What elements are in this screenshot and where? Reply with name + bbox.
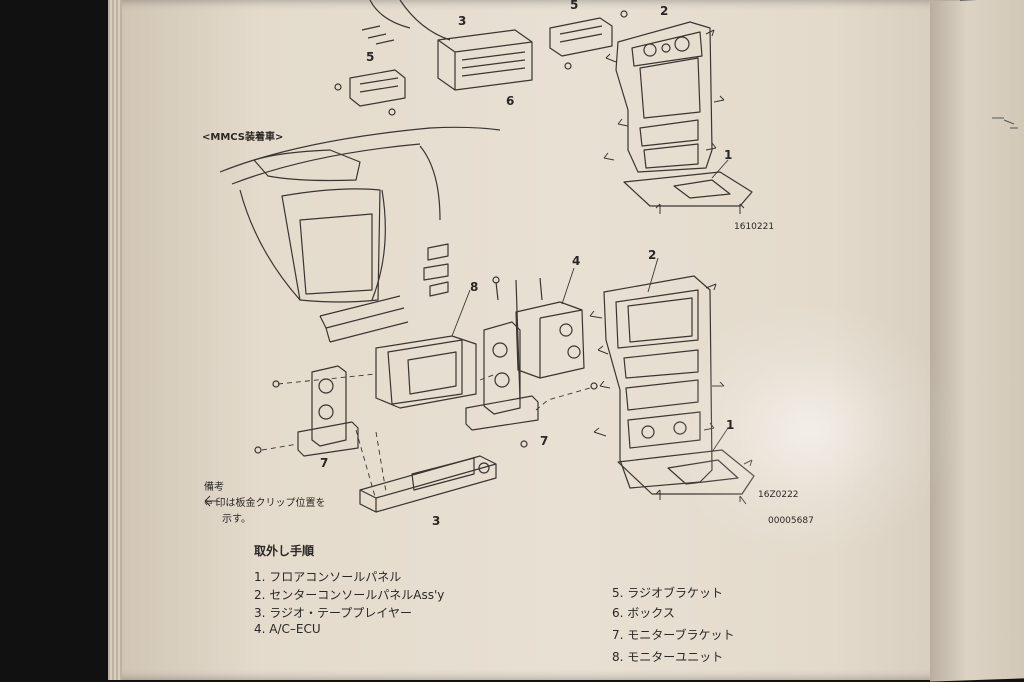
figure-code-3: 00005687 — [768, 516, 814, 526]
step-1: 1. フロアコンソールパネル — [254, 570, 402, 584]
step-4: 4. A/C–ECU — [254, 622, 321, 636]
callout-3-bottom: 3 — [432, 514, 441, 528]
callout-8: 8 — [470, 280, 479, 294]
dashboard-outline — [219, 126, 501, 303]
callout-1-bottom: 1 — [726, 418, 735, 432]
center-console-panel-top — [615, 21, 713, 173]
callout-7-right: 7 — [540, 434, 549, 448]
note-title: 備考 — [204, 482, 224, 493]
note-line-2: 示す。 — [222, 514, 251, 525]
callout-4: 4 — [572, 254, 581, 268]
step-2: 2. センターコンソールパネルAss'y — [254, 588, 445, 602]
monitor-unit — [375, 335, 477, 409]
callout-5-top-right: 5 — [570, 0, 579, 12]
step-3: 3. ラジオ・テーププレイヤー — [254, 606, 412, 620]
ac-ecu-unit — [515, 301, 585, 379]
callout-6-top: 6 — [506, 94, 515, 108]
floor-console-panel-top — [623, 171, 753, 207]
callout-2-top: 2 — [660, 4, 669, 18]
callout-7-left: 7 — [320, 456, 329, 470]
note-line-1: ⇦ 印は板金クリップ位置を — [204, 498, 326, 509]
step-6: 6. ボックス — [612, 606, 675, 620]
step-7: 7. モニターブラケット — [612, 628, 735, 642]
figure-code-1: 1610221 — [734, 222, 775, 232]
figure-code-2: 16Z0222 — [758, 490, 799, 500]
procedure-heading: 取外し手順 — [254, 544, 315, 558]
radio-tape-player-bottom — [359, 455, 497, 513]
center-console-panel-bottom — [603, 275, 713, 489]
page-edge — [108, 0, 122, 680]
callout-5-top-left: 5 — [366, 50, 375, 64]
radio-tape-player-top — [437, 29, 533, 91]
step-8: 8. モニターユニット — [612, 650, 724, 664]
callout-2-bottom: 2 — [648, 248, 657, 262]
callout-3-top: 3 — [458, 14, 467, 28]
step-5: 5. ラジオブラケット — [612, 586, 724, 600]
section-label: <MMCS装着車> — [202, 132, 284, 143]
callout-1-top: 1 — [724, 148, 733, 162]
